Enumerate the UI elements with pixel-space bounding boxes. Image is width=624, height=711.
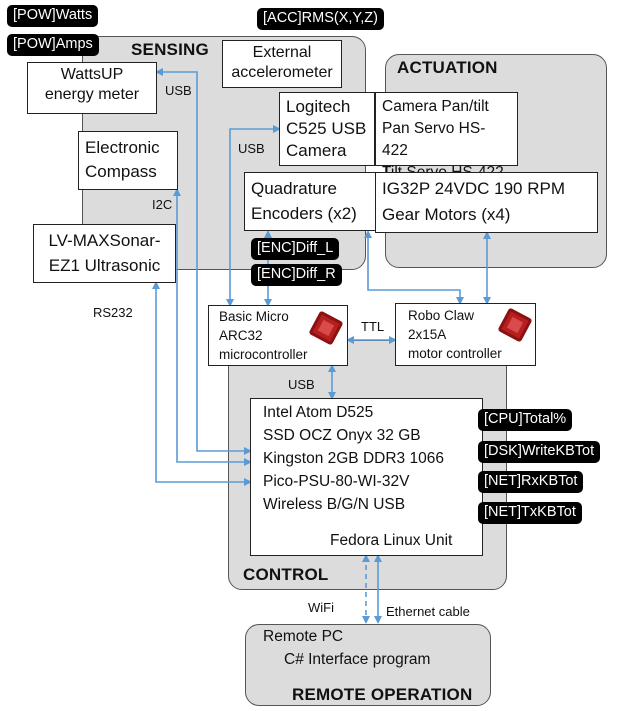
usb-camera-label: USB [238,141,265,156]
wire-encoders-robo [364,230,464,305]
cpu-total-tag: [CPU]Total% [478,409,573,431]
ttl-label: TTL [361,319,385,334]
pow-amps-tag: [POW]Amps [7,34,99,56]
remote-interface-label: C# Interface program [284,651,431,668]
i2c-label: I2C [152,197,173,212]
control-unit-item: Intel Atom D525 [263,404,374,421]
acc-rms-tag: [ACC]RMS(X,Y,Z) [257,8,384,30]
control-unit-item: SSD OCZ Onyx 32 GB [263,427,421,444]
encoders-box: Quadrature Encoders (x2) [244,172,376,231]
sonar-box: LV-MAXSonar- EZ1 Ultrasonic [33,224,176,283]
compass-box: Electronic Compass [78,131,178,190]
enc-diff-l-tag: [ENC]Diff_L [251,238,340,260]
control-unit-footer: Fedora Linux Unit [330,532,453,549]
remote-operation-title: REMOTE OPERATION [292,685,473,704]
wire-camera-usb [226,125,281,307]
gear-motors-box: IG32P 24VDC 190 RPM Gear Motors (x4) [375,172,598,233]
control-unit-item: Kingston 2GB DDR3 1066 [263,450,444,467]
pow-watts-tag: [POW]Watts [7,5,99,27]
rs232-label: RS232 [93,305,133,320]
dsk-write-tag: [DSK]WriteKBTot [478,441,601,463]
pan-tilt-box: Camera Pan/tilt Pan Servo HS-422 Tilt Se… [375,92,518,181]
usb-wattsup-label: USB [165,83,192,98]
sensing-title: SENSING [131,40,209,59]
actuation-title: ACTUATION [397,58,498,77]
remote-pc-label: Remote PC [263,628,344,645]
remote-operation-group [245,624,491,706]
ethernet-cable-label: Ethernet cable [386,604,470,619]
wifi-label: WiFi [308,600,334,615]
usb-control-label: USB [288,377,315,392]
control-unit-item: Wireless B/G/N USB [263,496,406,513]
camera-box: Logitech C525 USB Camera [279,92,375,166]
control-unit-item: Pico-PSU-80-WI-32V [263,473,410,490]
enc-diff-r-tag: [ENC]Diff_R [251,264,342,286]
wattsup-meter-box: WattsUP energy meter [27,62,157,114]
wire-sonar-rs232 [152,281,252,486]
net-rx-tag: [NET]RxKBTot [478,471,584,493]
accelerometer-box: External accelerometer [222,40,342,88]
net-tx-tag: [NET]TxKBTot [478,502,582,524]
fedora-linux-unit-box: Intel Atom D525 SSD OCZ Onyx 32 GB Kings… [250,398,483,556]
control-title: CONTROL [243,565,329,584]
